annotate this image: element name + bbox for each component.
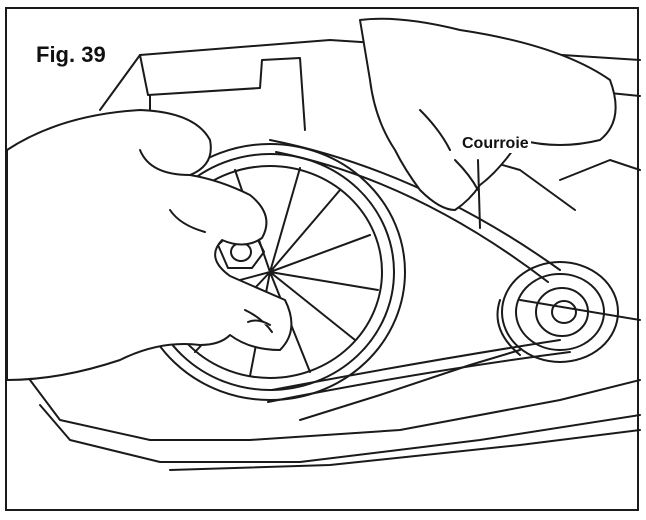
motor-pulley (496, 261, 619, 363)
belt-callout-label: Courroie (460, 135, 531, 153)
courroie-leader-line (477, 159, 481, 229)
figure-label: Fig. 39 (34, 42, 108, 68)
right-hand (359, 17, 617, 211)
left-hand (6, 109, 293, 381)
